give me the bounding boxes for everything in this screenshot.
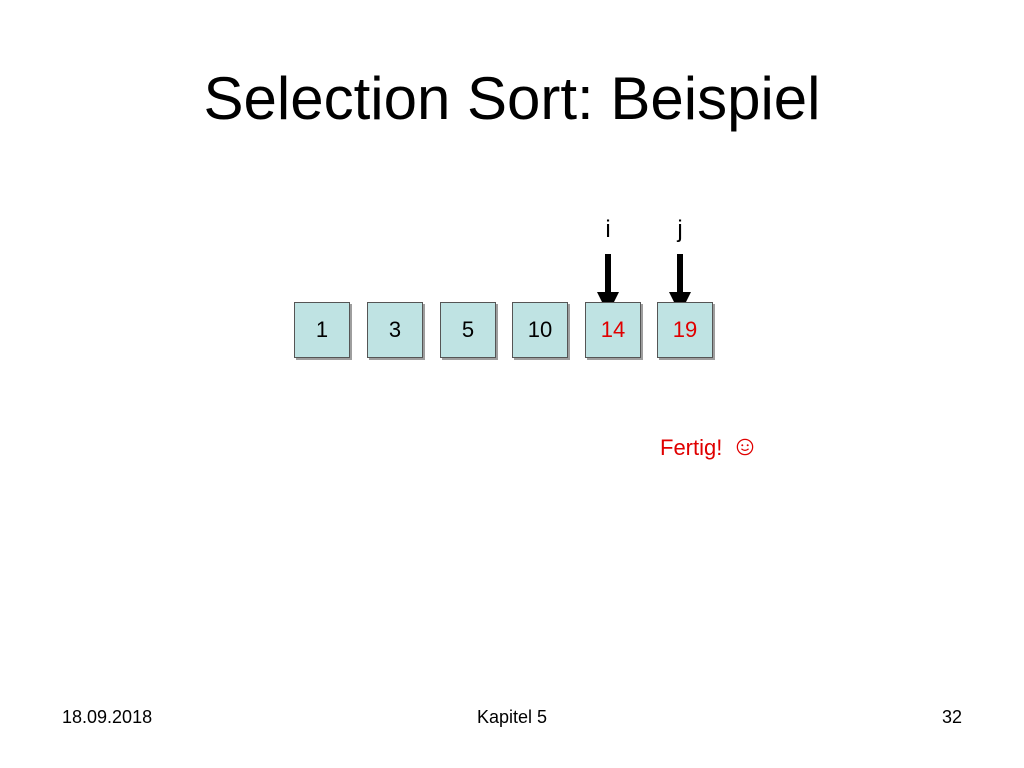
footer-date: 18.09.2018 (62, 707, 153, 727)
array-cell-6: 19 (657, 302, 713, 358)
pointer-i: i (588, 216, 628, 314)
array-cell-value: 3 (388, 317, 402, 342)
array-cell-value: 5 (461, 317, 475, 342)
array-cell-4: 10 (512, 302, 568, 358)
pointer-j-label: j (677, 216, 683, 243)
pointer-i-label: i (605, 216, 611, 243)
array-cell-value: 1 (315, 317, 329, 342)
array-cell-1: 1 (294, 302, 350, 358)
status-label: Fertig! (660, 435, 723, 460)
pointer-j: j (660, 216, 700, 314)
footer-chapter: Kapitel 5 (476, 707, 548, 727)
array-cell-2: 3 (367, 302, 423, 358)
footer-page-number: 32 (941, 707, 962, 727)
status-message: Fertig! (660, 434, 754, 462)
array-cell-3: 5 (440, 302, 496, 358)
array-cell-value: 10 (527, 317, 553, 342)
array-cell-5: 14 (585, 302, 641, 358)
slide-title: Selection Sort: Beispiel (203, 65, 821, 132)
smiley-face-icon (737, 438, 754, 456)
array-cell-value: 19 (672, 317, 698, 342)
array-cell-value: 14 (600, 317, 626, 342)
